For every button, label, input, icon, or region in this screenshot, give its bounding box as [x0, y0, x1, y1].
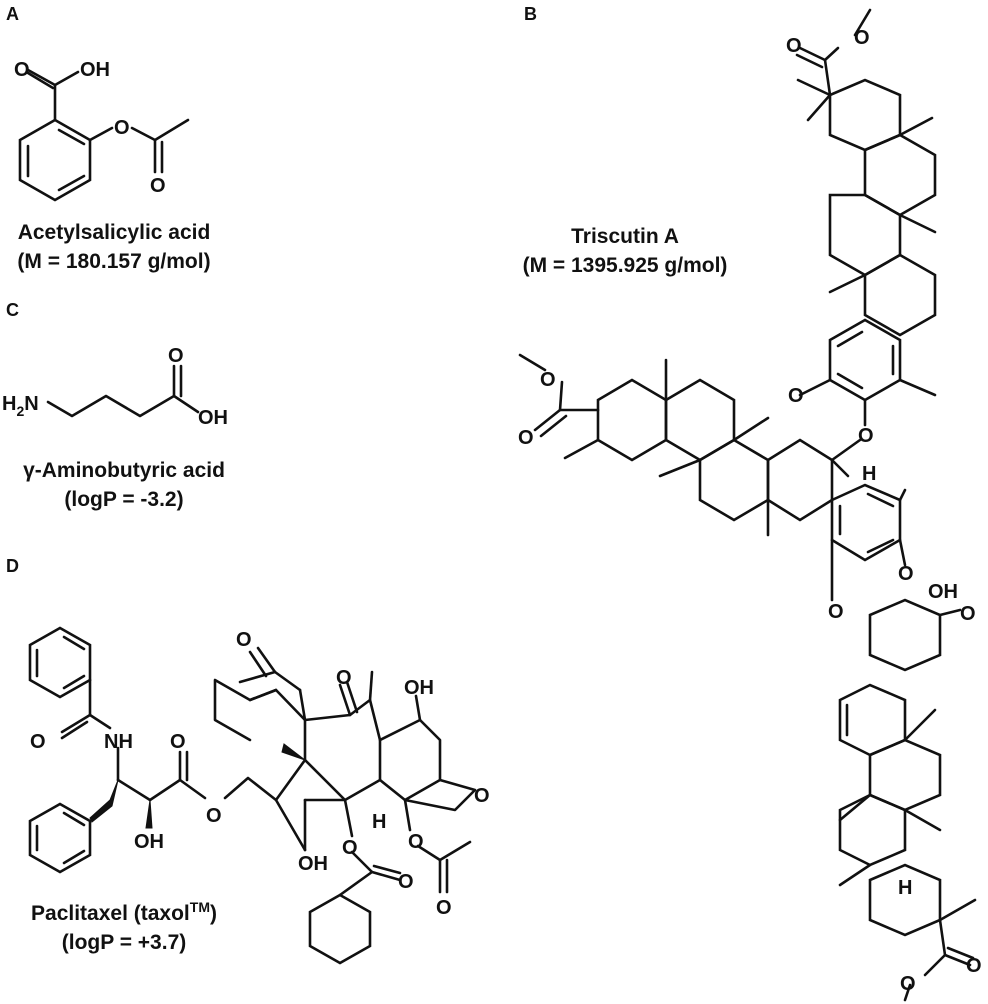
- panel-letter-d: D: [6, 556, 19, 576]
- atom-label-o: O: [150, 175, 166, 197]
- caption-triscutin-a: Triscutin A (M = 1395.925 g/mol): [500, 222, 750, 281]
- atom-label-h: H: [862, 463, 876, 485]
- atom-label-nh: NH: [104, 731, 133, 753]
- compound-property: (logP = -3.2): [64, 488, 184, 512]
- atom-label-o: O: [14, 59, 30, 81]
- caption-paclitaxel: Paclitaxel (taxolTM) (logP = +3.7): [4, 898, 244, 958]
- atom-label-o: O: [854, 27, 870, 49]
- atom-label-o: O: [236, 629, 252, 651]
- atom-label-o: O: [518, 427, 534, 449]
- atom-label-o: O: [540, 369, 556, 391]
- atom-label-o: O: [170, 731, 186, 753]
- atom-label-oh: OH: [80, 59, 110, 81]
- compound-name: Acetylsalicylic acid: [17, 221, 211, 244]
- atom-label-o: O: [436, 897, 452, 919]
- panel-letter-a: A: [6, 4, 19, 24]
- atom-label-h2n: H2N: [2, 393, 39, 419]
- atom-label-o: O: [898, 563, 914, 585]
- panel-letter-c: C: [6, 300, 19, 320]
- atom-label-o: O: [858, 425, 874, 447]
- atom-label-o: O: [474, 785, 490, 807]
- atom-label-o: O: [114, 117, 130, 139]
- atom-label-o: O: [398, 871, 414, 893]
- atom-label-o: O: [30, 731, 46, 753]
- caption-gaba: γ-Aminobutyric acid (logP = -3.2): [4, 456, 244, 515]
- atom-label-o: O: [408, 831, 424, 853]
- atom-label-o: O: [168, 345, 184, 367]
- structure-gaba: H2N O OH: [2, 345, 228, 429]
- atom-label-o: O: [786, 35, 802, 57]
- structure-triscutin-a: O O O O O O H O O OH O H O O: [518, 8, 982, 1002]
- panel-letter-b: B: [524, 4, 537, 24]
- atom-label-oh: OH: [928, 581, 958, 603]
- atom-label-o: O: [828, 601, 844, 623]
- atom-label-o: O: [966, 955, 982, 977]
- atom-label-o: O: [960, 603, 976, 625]
- compound-name: Triscutin A: [571, 225, 679, 248]
- atom-label-h: H: [898, 877, 912, 899]
- compound-name: Paclitaxel (taxolTM): [31, 899, 217, 925]
- atom-label-oh: OH: [404, 677, 434, 699]
- atom-label-oh: OH: [134, 831, 164, 853]
- structure-acetylsalicylic-acid: O OH O O: [14, 59, 190, 202]
- caption-acetylsalicylic-acid: Acetylsalicylic acid (M = 180.157 g/mol): [4, 218, 224, 277]
- compound-name: γ-Aminobutyric acid: [23, 459, 225, 482]
- compound-property: (M = 180.157 g/mol): [17, 250, 211, 274]
- atom-label-o: O: [788, 385, 804, 407]
- atom-label-o: O: [206, 805, 222, 827]
- atom-label-oh: OH: [198, 407, 228, 429]
- atom-label-o: O: [336, 667, 352, 689]
- compound-property: (M = 1395.925 g/mol): [522, 254, 728, 278]
- atom-label-o: O: [342, 837, 358, 859]
- structure-paclitaxel: O O O O NH OH O OH O OH O O O O H: [28, 626, 490, 965]
- atom-label-oh: OH: [298, 853, 328, 875]
- atom-label-h: H: [372, 811, 386, 833]
- compound-property: (logP = +3.7): [61, 931, 187, 955]
- atom-label-o: O: [900, 973, 916, 995]
